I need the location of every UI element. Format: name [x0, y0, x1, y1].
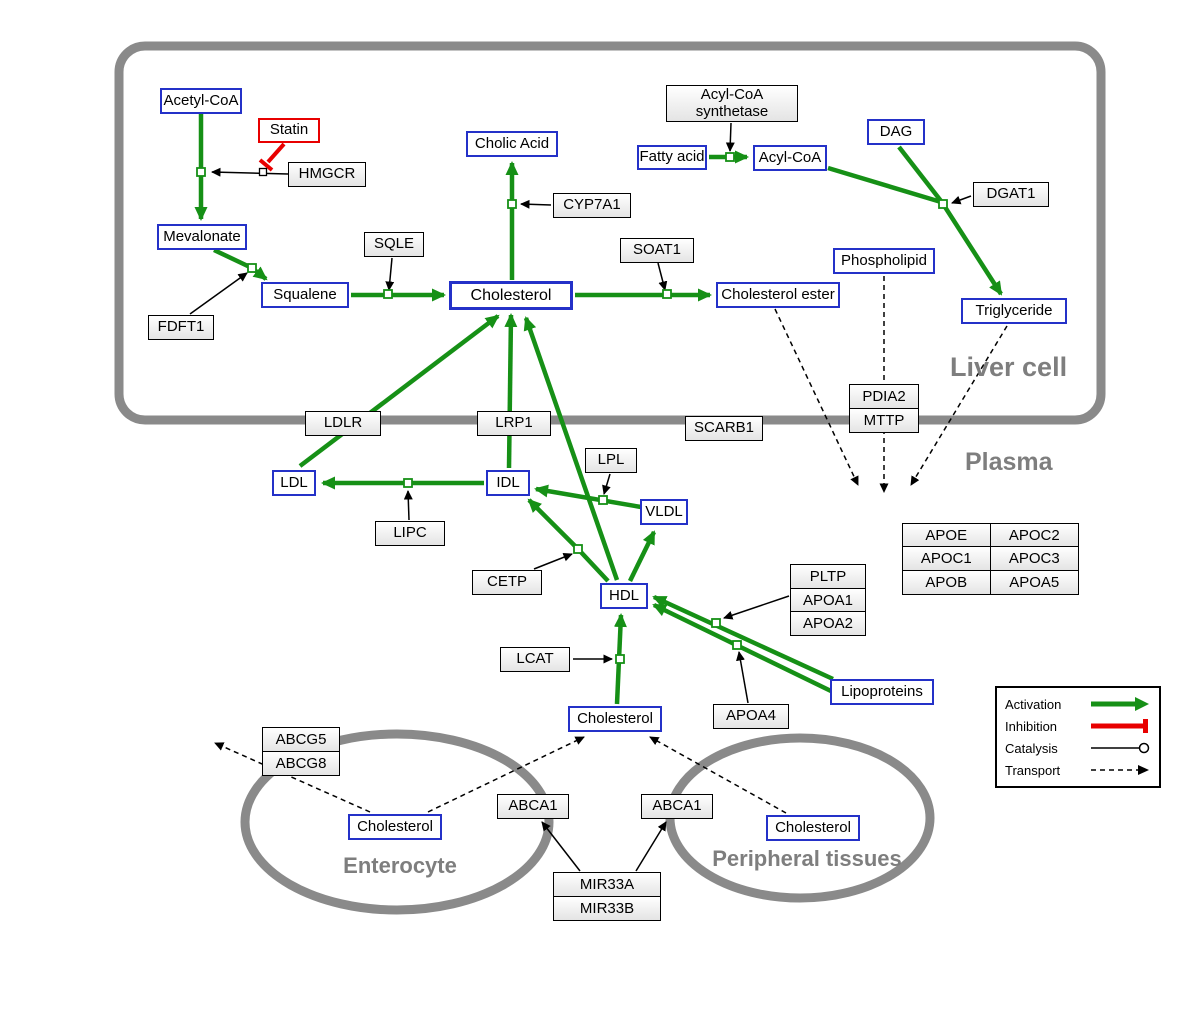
node-cholesterol-enterocyte[interactable]: Cholesterol [348, 814, 442, 840]
legend: Activation Inhibition Catalysis Transpor… [995, 686, 1161, 788]
node-phospholipid[interactable]: Phospholipid [833, 248, 935, 274]
node-apoa1[interactable]: APOA1 [790, 587, 866, 613]
node-lrp1[interactable]: LRP1 [477, 411, 551, 436]
legend-row-catalysis: Catalysis [1005, 740, 1151, 756]
node-sqle[interactable]: SQLE [364, 232, 424, 257]
node-hmgcr[interactable]: HMGCR [288, 162, 366, 187]
node-hdl[interactable]: HDL [600, 583, 648, 609]
node-soat1[interactable]: SOAT1 [620, 238, 694, 263]
node-abca1-peripheral[interactable]: ABCA1 [641, 794, 713, 819]
node-apob[interactable]: APOB [901, 569, 991, 595]
node-mir33a[interactable]: MIR33A [553, 872, 661, 897]
node-acyl-coa[interactable]: Acyl-CoA [753, 145, 827, 171]
node-lpl[interactable]: LPL [585, 448, 637, 473]
node-apoe[interactable]: APOE [901, 522, 991, 548]
node-mir33b[interactable]: MIR33B [553, 895, 661, 921]
node-idl[interactable]: IDL [486, 470, 530, 496]
node-ldl[interactable]: LDL [272, 470, 316, 496]
node-triglyceride[interactable]: Triglyceride [961, 298, 1067, 324]
inhibition-bar-icon [1091, 719, 1148, 733]
node-squalene[interactable]: Squalene [261, 282, 349, 308]
node-mevalonate[interactable]: Mevalonate [157, 224, 247, 250]
reaction-squares [196, 152, 948, 664]
liver-cell-membrane [114, 41, 1106, 425]
node-apoa2[interactable]: APOA2 [790, 611, 866, 636]
acyl-coa-synthetase-line2: synthetase [695, 102, 769, 120]
node-cyp7a1[interactable]: CYP7A1 [553, 193, 631, 218]
node-cholesterol-peripheral[interactable]: Cholesterol [766, 815, 860, 841]
node-cholesterol-plasma[interactable]: Cholesterol [568, 706, 662, 732]
catalysis-edges [189, 122, 972, 872]
legend-row-inhibition: Inhibition [1005, 718, 1151, 734]
node-group-apolipoproteins: APOE APOC2 APOC1 APOC3 APOB APOA5 [901, 522, 1079, 595]
node-abca1-enterocyte[interactable]: ABCA1 [497, 794, 569, 819]
transport-edges [214, 276, 1008, 814]
legend-row-activation: Activation [1005, 696, 1151, 712]
node-apoc2[interactable]: APOC2 [989, 522, 1079, 548]
plasma-label: Plasma [965, 448, 1053, 476]
node-scarb1[interactable]: SCARB1 [685, 416, 763, 441]
inhibition-edge [258, 142, 286, 172]
node-lipoproteins[interactable]: Lipoproteins [830, 679, 934, 705]
legend-transport-label: Transport [1005, 762, 1061, 778]
node-pdia2[interactable]: PDIA2 [849, 384, 919, 409]
node-abcg8[interactable]: ABCG8 [262, 750, 340, 776]
node-abcg5[interactable]: ABCG5 [262, 727, 340, 752]
node-apoc3[interactable]: APOC3 [989, 546, 1079, 571]
node-cholesterol-ester[interactable]: Cholesterol ester [716, 282, 840, 308]
legend-catalysis-label: Catalysis [1005, 740, 1058, 756]
hmgcr-anchor-square [258, 167, 268, 177]
transport-arrow-icon [1091, 765, 1149, 775]
node-fatty-acid[interactable]: Fatty acid [637, 145, 707, 170]
peripheral-tissues-label: Peripheral tissues [712, 846, 902, 871]
node-cholic-acid[interactable]: Cholic Acid [466, 131, 558, 157]
node-cholesterol-liver[interactable]: Cholesterol [449, 281, 573, 310]
node-vldl[interactable]: VLDL [640, 499, 688, 525]
node-pltp[interactable]: PLTP [790, 564, 866, 589]
node-dgat1[interactable]: DGAT1 [973, 182, 1049, 207]
node-acetyl-coa[interactable]: Acetyl-CoA [160, 88, 242, 114]
node-fdft1[interactable]: FDFT1 [148, 315, 214, 340]
enterocyte-label: Enterocyte [343, 853, 457, 878]
node-group-abcg5-abcg8: ABCG5 ABCG8 [262, 727, 340, 776]
node-apoa4[interactable]: APOA4 [713, 704, 789, 729]
legend-row-transport: Transport [1005, 762, 1151, 778]
node-lipc[interactable]: LIPC [375, 521, 445, 546]
node-group-mir33: MIR33A MIR33B [553, 872, 661, 921]
node-apoc1[interactable]: APOC1 [901, 546, 991, 571]
node-statin[interactable]: Statin [258, 118, 320, 143]
legend-activation-label: Activation [1005, 696, 1062, 712]
catalysis-circle-icon [1091, 742, 1150, 754]
node-group-pdia2-mttp: PDIA2 MTTP [849, 384, 919, 433]
node-apoa5[interactable]: APOA5 [989, 569, 1079, 595]
node-group-pltp-apoa: PLTP APOA1 APOA2 [790, 564, 866, 636]
node-mttp[interactable]: MTTP [849, 407, 919, 433]
node-cetp[interactable]: CETP [472, 570, 542, 595]
activation-arrow-icon [1091, 697, 1149, 711]
node-acyl-coa-synthetase[interactable]: Acyl-CoA synthetase [666, 85, 798, 122]
liver-cell-label: Liver cell [950, 352, 1068, 382]
node-ldlr[interactable]: LDLR [305, 411, 381, 436]
legend-inhibition-label: Inhibition [1005, 718, 1058, 734]
node-dag[interactable]: DAG [867, 119, 925, 145]
acyl-coa-synthetase-line1: Acyl-CoA [700, 86, 764, 103]
node-lcat[interactable]: LCAT [500, 647, 570, 672]
